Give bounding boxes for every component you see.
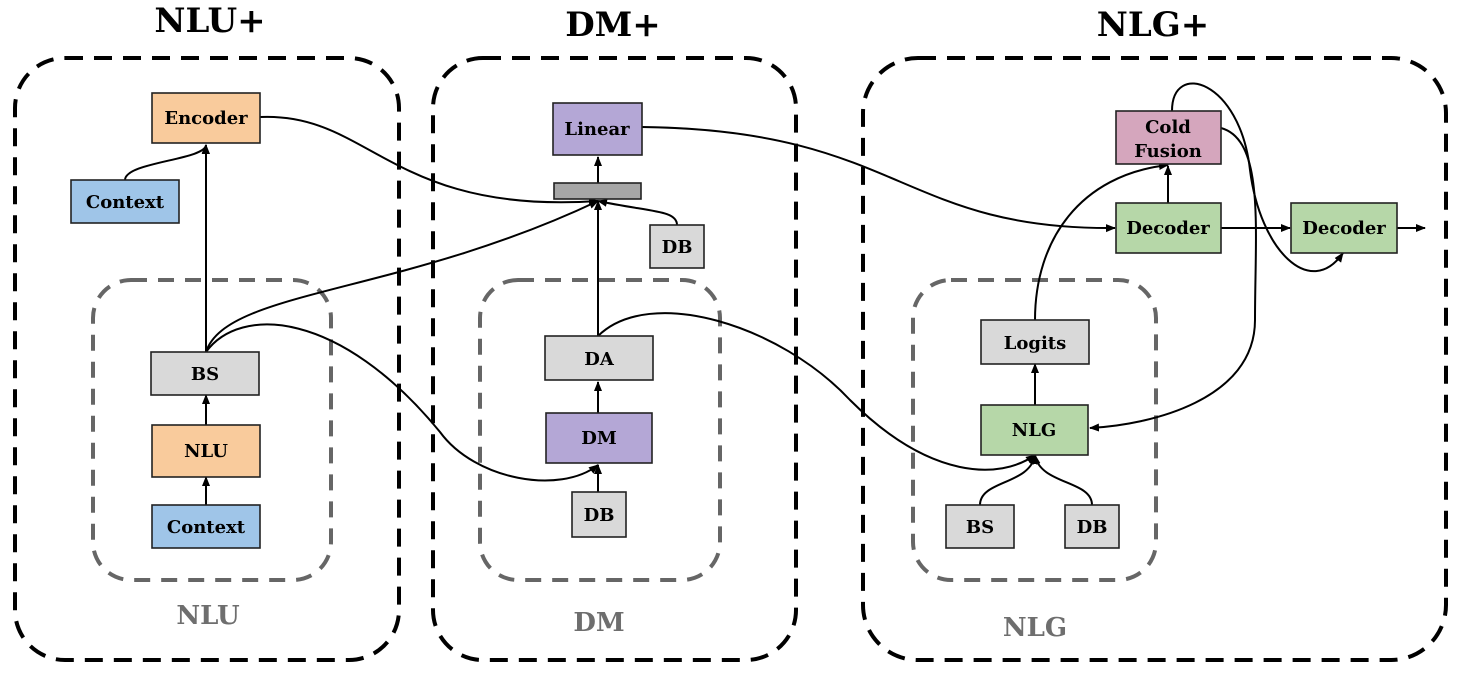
- logits-box: [980, 319, 1090, 365]
- logits-node: Logits: [980, 319, 1090, 365]
- dm-da-label: DA: [584, 349, 615, 370]
- dm-db-bottom-box: [571, 491, 627, 538]
- nlu-context-top-node: Context: [70, 179, 180, 224]
- edge-da-to-nlg: [597, 312, 1036, 471]
- dm-da-box: [544, 335, 654, 381]
- linear-box: [552, 102, 643, 156]
- nlg-bs-label: BS: [966, 517, 994, 538]
- nlu-plus-group: [13, 56, 401, 662]
- cold-fusion-box: [1115, 110, 1222, 165]
- dm-db-bottom-label: DB: [584, 505, 615, 526]
- encoder-box: [151, 92, 261, 144]
- nlu-label: NLU: [184, 441, 228, 462]
- encoder-node: Encoder: [151, 92, 261, 144]
- edges: [124, 82, 1426, 506]
- dm-label: DM: [581, 428, 617, 449]
- nlg-plus-title: NLG+: [1097, 5, 1210, 45]
- edge-linear-to-decoder: [641, 126, 1116, 233]
- nlg-plus-group: [861, 56, 1448, 662]
- edge-bs-to-nlg: [979, 454, 1038, 506]
- nlg-inner-title: NLG: [1003, 613, 1067, 643]
- edge-db-to-concat: [597, 198, 678, 226]
- dm-db-top-box: [649, 224, 705, 269]
- dm-db-top-node: DB: [649, 224, 705, 269]
- nlu-context-top-box: [70, 179, 180, 224]
- dm-da-node: DA: [544, 335, 654, 381]
- nlu-context-bottom-box: [151, 504, 261, 549]
- edge-encoder-to-concat: [259, 115, 599, 206]
- decoder-2-label: Decoder: [1302, 218, 1386, 239]
- cold-fusion-node: Cold Fusion: [1115, 110, 1222, 165]
- nlu-context-bottom-label: Context: [167, 517, 246, 538]
- decoder-2-box: [1290, 202, 1398, 254]
- decoder-1-label: Decoder: [1126, 218, 1210, 239]
- nlg-node: NLG: [980, 404, 1089, 456]
- edge-bs-to-dm: [205, 323, 599, 482]
- encoder-label: Encoder: [164, 108, 248, 129]
- dm-db-bottom-node: DB: [571, 491, 627, 538]
- edge-logits-to-coldfusion: [1034, 162, 1169, 321]
- nlu-bs-box: [150, 351, 260, 396]
- nlg-bs-node: BS: [945, 504, 1015, 549]
- linear-node: Linear: [552, 102, 643, 156]
- nlg-db-node: DB: [1064, 504, 1120, 549]
- dm-plus-group: [431, 56, 798, 662]
- dm-node: DM: [545, 412, 653, 464]
- edge-db-to-nlg: [1032, 454, 1093, 506]
- nlu-bs-label: BS: [191, 364, 219, 385]
- nlg-label: NLG: [1012, 420, 1056, 441]
- decoder-2-node: Decoder: [1290, 202, 1398, 254]
- nlu-inner-group: [91, 278, 333, 582]
- nlg-bs-box: [945, 504, 1015, 549]
- dm-plus-title: DM+: [565, 5, 661, 45]
- nlu-inner-title: NLU: [176, 601, 240, 631]
- edge-context-to-encoder: [124, 144, 210, 181]
- cold-fusion-label-line2: Fusion: [1134, 141, 1202, 162]
- nlg-inner-group: [911, 278, 1158, 582]
- linear-label: Linear: [564, 119, 630, 140]
- dm-db-top-label: DB: [662, 237, 693, 258]
- dm-inner-title: DM: [573, 608, 624, 638]
- nlu-box: [151, 424, 261, 478]
- decoder-1-box: [1115, 202, 1222, 254]
- logits-label: Logits: [1004, 333, 1067, 354]
- nlg-box: [980, 404, 1089, 456]
- nlg-db-label: DB: [1077, 517, 1108, 538]
- edge-bs-to-concat: [205, 200, 599, 353]
- decoder-1-node: Decoder: [1115, 202, 1222, 254]
- dm-box: [545, 412, 653, 464]
- nlu-plus-title: NLU+: [154, 1, 265, 41]
- nlg-db-box: [1064, 504, 1120, 549]
- concat-bar: [553, 182, 642, 200]
- dm-inner-group: [478, 278, 722, 582]
- cold-fusion-label-line1: Cold: [1145, 117, 1191, 138]
- nlu-node: NLU: [151, 424, 261, 478]
- edge-coldfusion-to-decoder: [1171, 82, 1344, 273]
- nlu-bs-node: BS: [150, 351, 260, 396]
- nlu-context-top-label: Context: [86, 192, 165, 213]
- nlu-context-bottom-node: Context: [151, 504, 261, 549]
